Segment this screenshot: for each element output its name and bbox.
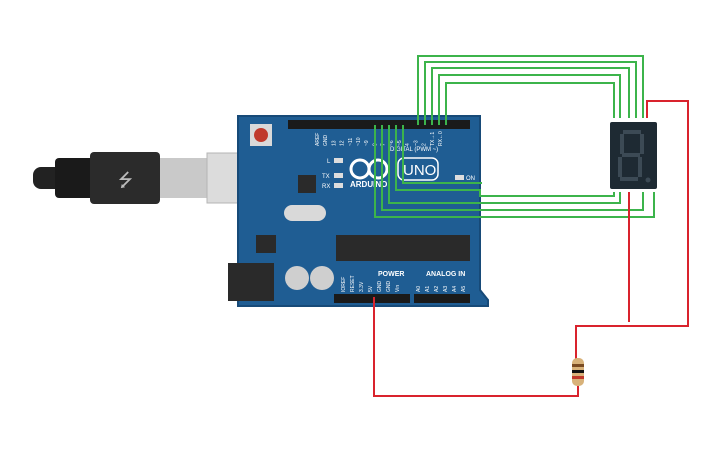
segment-e <box>618 157 622 177</box>
led-tx <box>334 173 343 178</box>
pin-label: A0 <box>416 286 422 292</box>
digital-header-label: DIGITAL (PWM ~) <box>390 147 438 153</box>
usb-plug-body <box>90 152 160 204</box>
green-wires[interactable] <box>374 55 655 218</box>
resistor-band-1 <box>572 364 584 367</box>
wire-seg-e[interactable] <box>445 82 615 125</box>
wire-seg-j[interactable] <box>374 125 655 218</box>
pin-label: ~6 <box>389 140 395 146</box>
wire-seg-i[interactable] <box>381 125 644 211</box>
wire-seg-b[interactable] <box>424 61 637 125</box>
pin-label: GND <box>377 281 383 293</box>
pin-label: ~9 <box>364 140 370 146</box>
arduino-logo-icon <box>349 158 389 180</box>
pin-label: 2 <box>422 143 428 146</box>
usb-chip <box>298 175 316 193</box>
wire-seg-c[interactable] <box>431 67 630 125</box>
wire-5v[interactable] <box>373 297 579 397</box>
red-wires[interactable] <box>373 100 689 397</box>
usb-cable[interactable]: ⭍ <box>33 152 244 204</box>
arduino-board[interactable]: ARDUINO UNO DIGITAL (PWM ~) L TX RX ON A… <box>228 115 489 307</box>
wire-seg-g[interactable] <box>395 125 615 197</box>
crystal-oscillator <box>284 205 326 221</box>
resistor-band-2 <box>572 370 584 373</box>
led-rx <box>334 183 343 188</box>
segment-b <box>640 134 644 154</box>
reset-button-cap[interactable] <box>254 128 268 142</box>
pin-label: IOREF <box>341 277 347 292</box>
pin-label: 12 <box>340 140 346 146</box>
voltage-regulator <box>256 235 276 253</box>
usb-plug-metal <box>160 158 212 198</box>
wire-seg-d[interactable] <box>438 74 621 125</box>
power-header[interactable] <box>334 294 410 303</box>
pin-label: RESET <box>350 275 356 292</box>
brand-text: ARDUINO <box>350 180 387 189</box>
pin-label: ~5 <box>397 140 403 146</box>
led-on <box>455 175 464 180</box>
segment-f <box>620 134 624 154</box>
uno-badge <box>397 157 439 181</box>
pin-label: A4 <box>452 286 458 292</box>
digital-header[interactable] <box>288 120 470 129</box>
pin-label: 13 <box>331 140 337 146</box>
analog-header[interactable] <box>414 294 470 303</box>
pin-label: A5 <box>461 286 467 292</box>
pin-label: A2 <box>434 286 440 292</box>
led-tx-label: TX <box>322 174 330 180</box>
pin-label: A3 <box>443 286 449 292</box>
pin-label: GND <box>323 135 329 147</box>
segment-a <box>623 130 641 134</box>
wire-seg-a[interactable] <box>417 55 644 125</box>
usb-icon: ⭍ <box>118 170 133 190</box>
segment-c <box>638 157 642 177</box>
atmega-chip <box>336 235 470 261</box>
pin-label: RX←0 <box>438 131 444 146</box>
pin-label: GND <box>386 281 392 293</box>
led-l-label: L <box>327 159 331 165</box>
wire-common[interactable] <box>575 100 689 359</box>
seven-segment-display[interactable] <box>610 122 657 189</box>
pin-label: ~3 <box>413 140 419 146</box>
power-jack <box>228 263 274 301</box>
led-on-label: ON <box>466 176 475 182</box>
led-rx-label: RX <box>322 184 330 190</box>
power-label: POWER <box>378 271 404 278</box>
led-l <box>334 158 343 163</box>
display-segments <box>618 130 651 183</box>
model-text: UNO <box>403 162 436 179</box>
capacitor-2 <box>310 266 334 290</box>
pin-label: ~11 <box>348 138 354 146</box>
segment-d <box>620 177 638 181</box>
pin-label: 3.3V <box>359 281 365 292</box>
pin-label: 5V <box>368 285 374 292</box>
pin-label: AREF <box>315 133 321 146</box>
resistor[interactable] <box>572 358 584 386</box>
wire-seg-f[interactable] <box>402 125 482 184</box>
pin-label: ~10 <box>356 137 362 146</box>
pin-label: TX→1 <box>430 132 436 146</box>
pin-label: A1 <box>425 286 431 292</box>
segment-dp <box>645 177 651 183</box>
segment-g <box>622 153 640 157</box>
resistor-band-3 <box>572 376 584 379</box>
pin-label: 4 <box>405 143 411 146</box>
capacitor-1 <box>285 266 309 290</box>
pin-label: 7 <box>381 143 387 146</box>
wire-seg-h[interactable] <box>388 125 621 204</box>
analog-label: ANALOG IN <box>426 271 465 278</box>
pin-label: Vin <box>395 285 401 292</box>
